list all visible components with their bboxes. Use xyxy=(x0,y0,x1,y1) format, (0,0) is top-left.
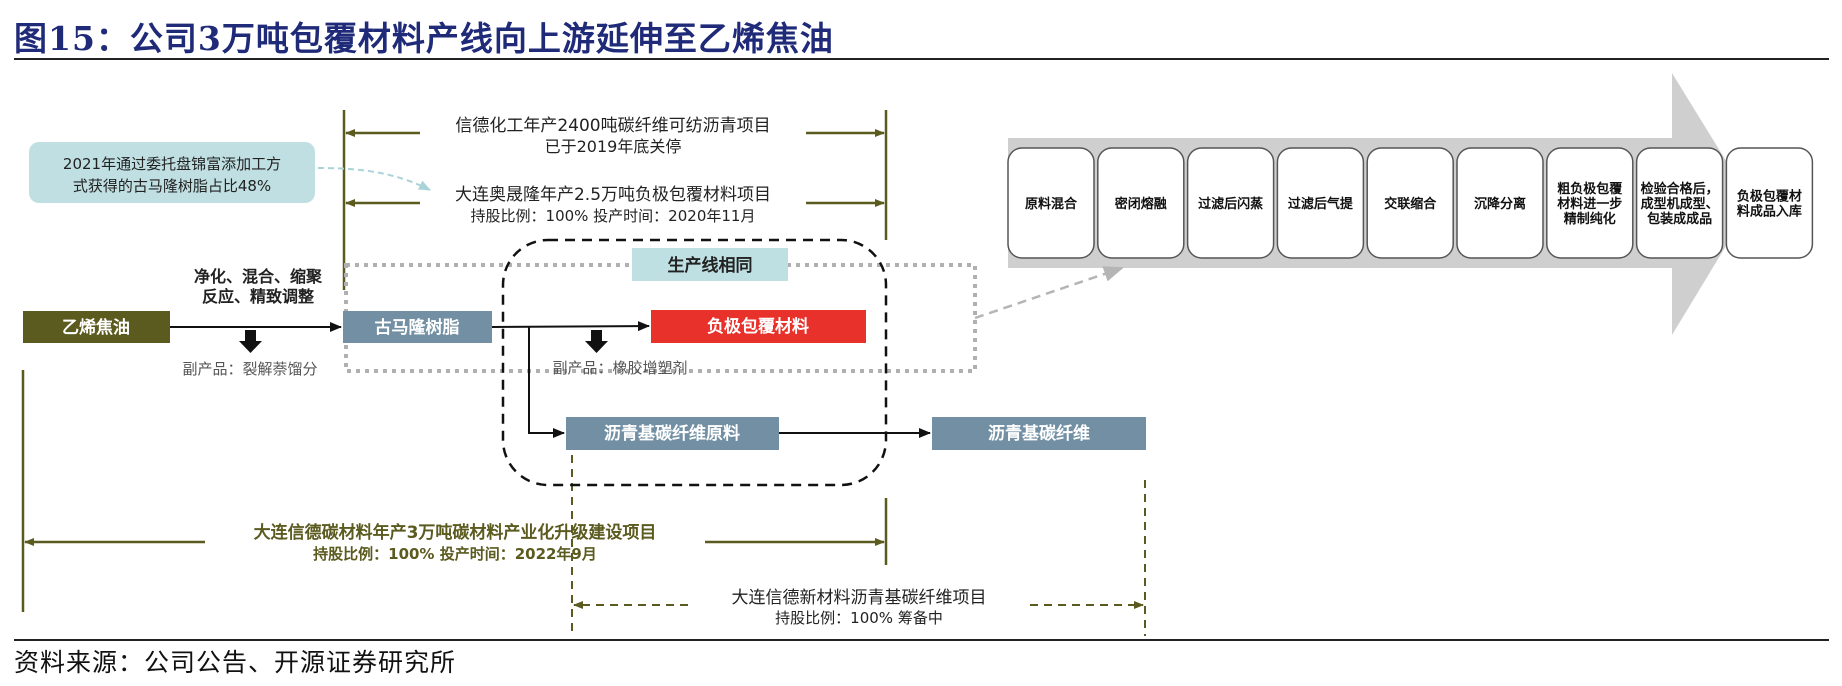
node-pitch-cf xyxy=(932,417,1146,450)
process-step-label: 交联缩合 xyxy=(1384,196,1437,212)
title-rule xyxy=(14,58,1829,60)
same-line-label: 生产线相同 xyxy=(668,255,753,276)
same-line-label-box xyxy=(632,248,788,281)
process-step-label: 成型机成型、 xyxy=(1641,196,1719,212)
source-rule xyxy=(14,639,1829,641)
project-xinde-2400-status: 已于2019年底关停 xyxy=(545,137,682,156)
process-label-line1: 净化、混合、缩聚 xyxy=(194,267,323,286)
callout-connector xyxy=(317,167,431,191)
node-pitch-cf-raw-label: 沥青基碳纤维原料 xyxy=(604,423,740,444)
process-step-label: 料成品入库 xyxy=(1737,204,1802,220)
process-step-box xyxy=(1546,147,1634,259)
process-step-label: 原料混合 xyxy=(1025,196,1078,212)
process-step-box xyxy=(1186,147,1275,259)
process-step-label: 沉降分离 xyxy=(1474,196,1526,212)
byproduct-down-arrow-icon xyxy=(585,330,608,353)
dashed-connector xyxy=(974,266,1124,320)
node-anode-coating-label: 负极包覆材料 xyxy=(707,316,809,337)
process-step-box xyxy=(1276,147,1365,259)
callout-box xyxy=(29,142,315,203)
project-xinde-new-material-name: 大连信德新材料沥青基碳纤维项目 xyxy=(732,588,987,608)
process-step-label: 过滤后气提 xyxy=(1288,196,1354,212)
process-step-box xyxy=(1725,147,1814,259)
project-xinde-new-material-details: 持股比例：100% 筹备中 xyxy=(775,609,943,627)
byproduct-1-label: 副产品：裂解萘馏分 xyxy=(182,360,317,378)
project-xinde-2400-name: 信德化工年产2400吨碳纤维可纺沥青项目 xyxy=(455,116,770,136)
byproduct-2-label: 副产品：橡胶增塑剂 xyxy=(552,359,687,377)
node-pitch-cf-raw xyxy=(566,417,779,450)
node-ethylene-tar xyxy=(23,311,170,343)
node-coumarone-resin xyxy=(343,311,492,343)
process-label-line2: 反应、精致调整 xyxy=(202,287,314,306)
process-step-label: 密闭熔融 xyxy=(1114,196,1167,212)
process-step-box xyxy=(1456,147,1544,259)
process-step-box xyxy=(1007,147,1095,259)
process-steps: 原料混合 密闭熔融 过滤后闪蒸 过滤后气提 交联缩合 沉降分离 粗负极包覆材料进一步精制纯化… xyxy=(1007,147,1814,259)
node-coumarone-resin-label: 古马隆树脂 xyxy=(375,317,460,338)
project-aoshenglong-name: 大连奥晟隆年产2.5万吨负极包覆材料项目 xyxy=(455,185,771,205)
process-step-label: 检验合格后， xyxy=(1641,181,1719,197)
flow-arrow-resin-to-pitch-raw xyxy=(528,327,565,438)
source-note: 资料来源：公司公告、开源证券研究所 xyxy=(14,648,457,677)
process-step-label: 精制纯化 xyxy=(1564,211,1616,227)
figure-title: 图15：公司3万吨包覆材料产线向上游延伸至乙烯焦油 xyxy=(14,19,834,58)
node-ethylene-tar-label: 乙烯焦油 xyxy=(62,317,130,338)
process-step-box xyxy=(1635,147,1724,259)
process-step-label: 负极包覆材 xyxy=(1737,189,1802,205)
callout-text-line2: 式获得的古马隆树脂占比48% xyxy=(73,177,271,195)
project-xinde-30k-details: 持股比例：100% 投产时间：2022年9月 xyxy=(313,545,597,563)
process-step-box xyxy=(1097,147,1185,259)
process-step-label: 过滤后闪蒸 xyxy=(1198,196,1263,212)
node-pitch-cf-label: 沥青基碳纤维 xyxy=(988,423,1090,444)
project-xinde-30k-name: 大连信德碳材料年产3万吨碳材料产业化升级建设项目 xyxy=(254,522,657,543)
project-aoshenglong-details: 持股比例：100% 投产时间：2020年11月 xyxy=(471,207,756,225)
process-step-label: 粗负极包覆 xyxy=(1557,181,1623,197)
flow-arrow-resin-to-anode xyxy=(491,321,650,332)
process-step-box xyxy=(1366,147,1454,259)
callout-text-line1: 2021年通过委托盘锦富添加工方 xyxy=(63,155,281,173)
process-step-label: 材料进一步 xyxy=(1557,196,1622,212)
same-line-dashed-frame xyxy=(501,238,888,487)
node-anode-coating xyxy=(651,310,866,343)
byproduct-down-arrow-icon xyxy=(239,330,262,353)
process-step-label: 包装成成品 xyxy=(1647,211,1712,227)
